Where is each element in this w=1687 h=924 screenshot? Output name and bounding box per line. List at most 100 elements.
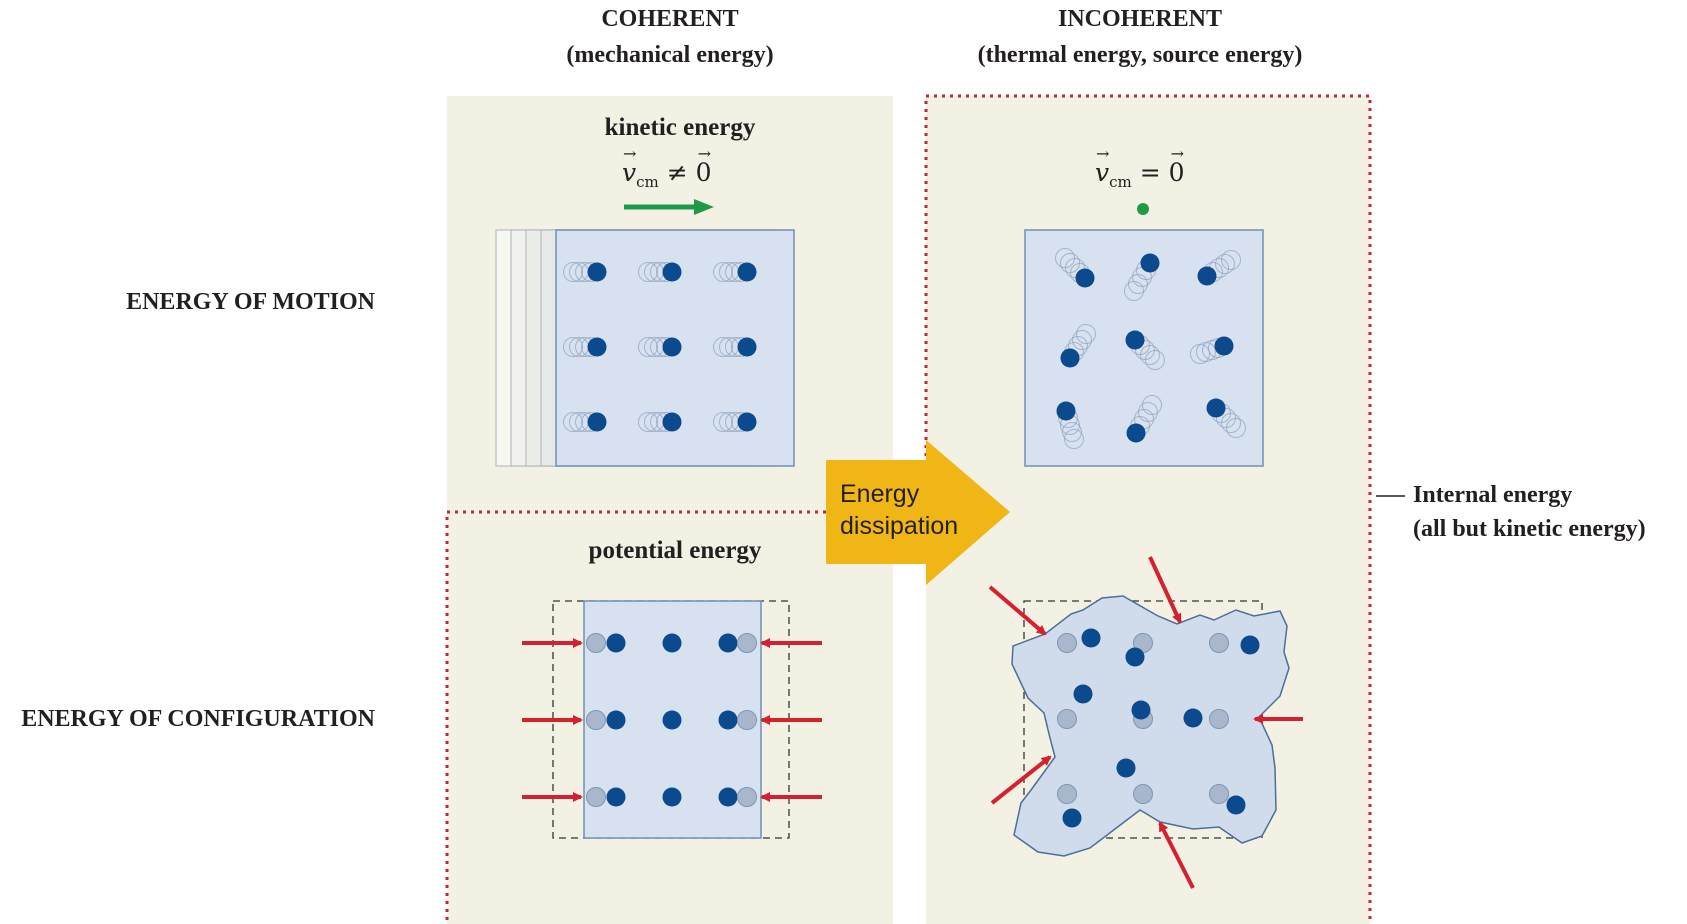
ghost-particle: [1209, 709, 1229, 729]
particle: [662, 633, 682, 653]
ghost-particle: [737, 633, 757, 653]
ghost-particle: [563, 337, 583, 357]
source-original-outline: [1023, 600, 1263, 839]
potential-particles: [586, 633, 757, 807]
potential-energy-label: potential energy: [588, 537, 762, 564]
dissipation-line2: dissipation: [840, 512, 959, 540]
coherent-subtitle: (mechanical energy): [566, 42, 774, 68]
ghost-particle: [1215, 254, 1235, 274]
ghost-particle: [737, 787, 757, 807]
ghost-particle: [1145, 350, 1165, 370]
particle: [606, 710, 626, 730]
ghost-particle: [1076, 324, 1096, 344]
particle: [1226, 795, 1246, 815]
particle: [1075, 268, 1095, 288]
ghost-particle: [1062, 422, 1082, 442]
source-force-arrows: [988, 556, 1303, 889]
ghost-particle: [1057, 784, 1077, 804]
particle: [606, 633, 626, 653]
particle: [662, 262, 682, 282]
kinetic-energy-label: kinetic energy: [604, 114, 756, 141]
kinetic-particles: [563, 262, 757, 432]
ghost-particle: [1226, 418, 1246, 438]
internal-energy-boundary-right: [924, 94, 1372, 924]
ghost-particle: [1072, 330, 1092, 350]
particle: [1062, 808, 1082, 828]
particle: [662, 337, 682, 357]
particle: [1125, 330, 1145, 350]
center-of-mass-dot: [1137, 203, 1149, 215]
ghost-particle: [1065, 258, 1085, 278]
particle: [1131, 700, 1151, 720]
particle: [1240, 635, 1260, 655]
source-particles: [1057, 628, 1260, 828]
ghost-particle: [563, 412, 583, 432]
particle: [1060, 348, 1080, 368]
ghost-particle: [586, 633, 606, 653]
ghost-particle: [1209, 633, 1229, 653]
row-label-motion: ENERGY OF MOTION: [126, 289, 375, 315]
ghost-particle: [1140, 345, 1160, 365]
incoherent-subtitle: (thermal energy, source energy): [977, 42, 1303, 68]
force-arrow: [990, 755, 1052, 805]
ghost-particle: [1135, 340, 1155, 360]
particle: [718, 710, 738, 730]
ghost-particle: [638, 412, 658, 432]
ghost-particle: [1221, 413, 1241, 433]
vcm-zero-expression: →vcm = →0: [1095, 144, 1185, 191]
ghost-particle: [638, 262, 658, 282]
potential-compression-arrows: [522, 638, 822, 802]
particle: [587, 262, 607, 282]
force-arrow: [1158, 821, 1195, 889]
incoherent-title: INCOHERENT: [1057, 6, 1223, 32]
force-arrow: [1148, 556, 1182, 624]
ghost-particle: [1057, 633, 1077, 653]
particle: [1116, 758, 1136, 778]
particle: [1183, 708, 1203, 728]
force-arrow: [988, 585, 1047, 636]
dissipation-line1: Energy: [840, 480, 920, 508]
ghost-particle: [713, 412, 733, 432]
particle: [1126, 423, 1146, 443]
particle: [737, 412, 757, 432]
ghost-particle: [1060, 253, 1080, 273]
internal-energy-boundary-left: [445, 510, 893, 924]
particle: [587, 337, 607, 357]
ghost-particle: [563, 262, 583, 282]
dissipation-label: Energy dissipation: [840, 478, 958, 542]
ghost-particle: [638, 337, 658, 357]
particle: [1081, 628, 1101, 648]
particle: [606, 787, 626, 807]
ghost-particle: [737, 710, 757, 730]
ghost-particle: [1055, 248, 1075, 268]
particle: [737, 337, 757, 357]
ghost-particle: [1221, 250, 1241, 270]
ghost-particle: [586, 787, 606, 807]
particle: [1125, 647, 1145, 667]
ghost-particle: [1216, 408, 1236, 428]
ghost-particle: [713, 262, 733, 282]
thermal-particles: [1055, 248, 1246, 449]
energy-dissipation-arrow: [826, 440, 1010, 585]
deformed-body: [1011, 595, 1290, 857]
particle: [1140, 253, 1160, 273]
particle: [662, 412, 682, 432]
particle: [1073, 684, 1093, 704]
particle: [718, 633, 738, 653]
particle: [662, 710, 682, 730]
particle: [1056, 401, 1076, 421]
internal-energy-subtitle: (all but kinetic energy): [1413, 516, 1646, 542]
particle: [1206, 398, 1226, 418]
particle: [737, 262, 757, 282]
particle: [662, 787, 682, 807]
particle: [1214, 336, 1234, 356]
ghost-particle: [1209, 784, 1229, 804]
ghost-particle: [1133, 784, 1153, 804]
ghost-particle: [1057, 709, 1077, 729]
ghost-particle: [713, 337, 733, 357]
particle: [718, 787, 738, 807]
ghost-particle: [1064, 429, 1084, 449]
ghost-particle: [586, 710, 606, 730]
velocity-arrow: [624, 199, 714, 215]
